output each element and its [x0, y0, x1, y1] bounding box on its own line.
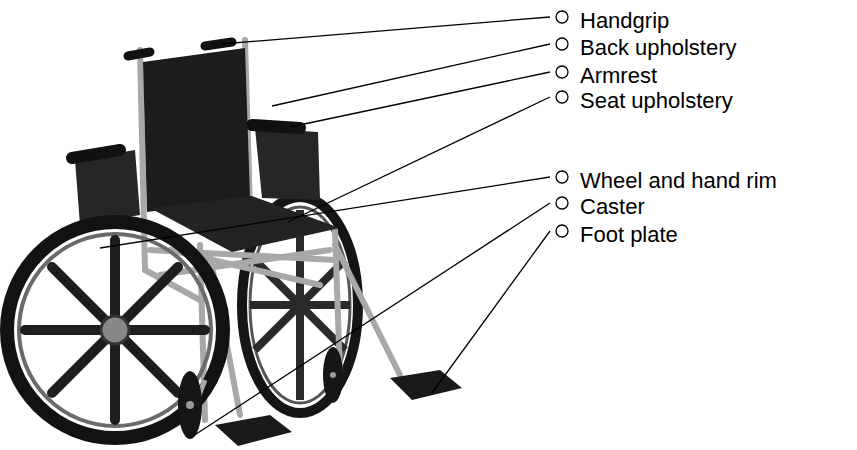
frame-tubes-part	[335, 245, 400, 375]
back-upholstery	[143, 48, 250, 212]
armrests-part	[255, 128, 320, 200]
part-label: Handgrip	[580, 8, 669, 34]
casters-part	[178, 371, 202, 439]
label-markers-part	[556, 11, 568, 23]
label-markers-part	[556, 91, 568, 103]
handgrips	[128, 42, 232, 56]
leader-lines-part	[222, 17, 550, 44]
near-rear-wheel-part	[25, 240, 205, 420]
part-label: Back upholstery	[580, 35, 737, 61]
frame-tubes	[140, 40, 400, 420]
leader-lines	[100, 17, 550, 438]
casters-part	[323, 347, 343, 403]
part-label: Wheel and hand rim	[580, 168, 777, 194]
casters-part	[330, 372, 336, 378]
leader-lines-part	[290, 72, 550, 127]
label-markers	[556, 11, 568, 237]
foot-plates-part	[215, 415, 292, 446]
part-label: Caster	[580, 194, 645, 220]
label-markers-part	[556, 225, 568, 237]
foot-plates	[215, 370, 462, 446]
near-rear-wheel-part-part	[52, 267, 178, 393]
label-markers-part	[556, 171, 568, 183]
near-rear-wheel-part	[7, 222, 223, 438]
handgrips-part	[128, 52, 150, 56]
leader-lines-part	[272, 44, 550, 106]
near-rear-wheel-part	[101, 316, 129, 344]
leader-lines-part	[190, 203, 550, 438]
leader-lines-part	[100, 177, 550, 248]
leader-lines-part	[432, 231, 550, 393]
casters-part	[186, 401, 194, 409]
leader-lines-part	[288, 97, 550, 222]
label-markers-part	[556, 197, 568, 209]
near-rear-wheel	[7, 222, 223, 438]
part-label: Seat upholstery	[580, 88, 733, 114]
label-markers-part	[556, 66, 568, 78]
armrests-part	[72, 150, 120, 158]
label-markers-part	[556, 38, 568, 50]
part-label: Foot plate	[580, 222, 678, 248]
foot-plates-part	[390, 370, 462, 400]
near-rear-wheel-part-part	[52, 267, 178, 393]
part-label: Armrest	[580, 63, 657, 89]
